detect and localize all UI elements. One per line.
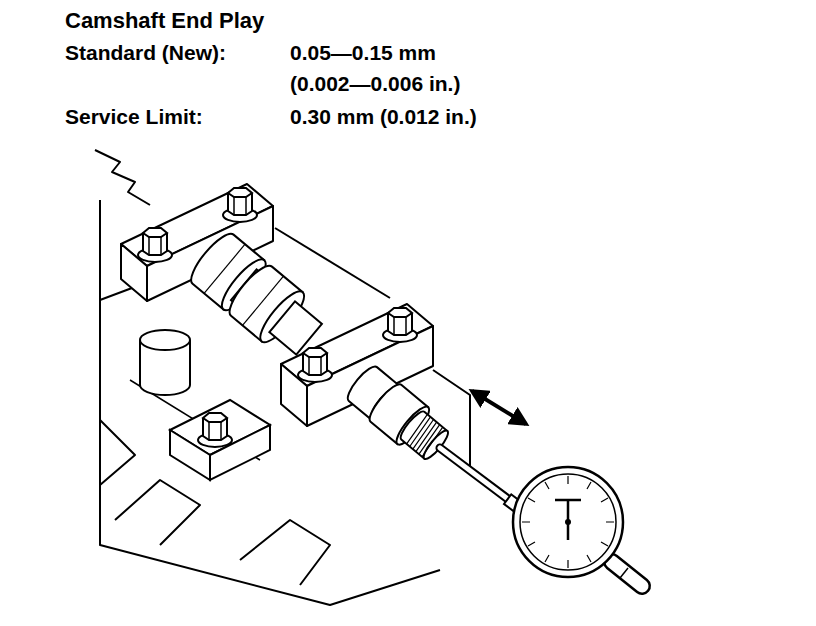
cylinder-head: [95, 150, 470, 605]
head-rib: [115, 480, 200, 545]
head-outline: [100, 200, 440, 605]
lifter-bore: [140, 330, 190, 395]
bolt: [298, 348, 332, 382]
lower-boss: [170, 400, 270, 480]
head-rib: [100, 420, 135, 485]
spec-value: 0.30 mm (0.012 in.): [290, 104, 477, 129]
bolt: [198, 413, 232, 447]
bolt: [138, 228, 172, 262]
spec-label: Service Limit:: [65, 104, 203, 129]
break-line: [95, 150, 150, 205]
spec-value: (0.002—0.006 in.): [290, 71, 460, 96]
diagram-title: Camshaft End Play: [65, 8, 264, 33]
movement-arrow: [472, 391, 526, 424]
spec-value: 0.05—0.15 mm: [290, 40, 436, 65]
dial-indicator: [440, 448, 642, 586]
bolt: [223, 188, 257, 222]
bolt: [383, 308, 417, 342]
cam-lobes: [185, 228, 330, 364]
spec-label: Standard (New):: [65, 40, 226, 65]
head-rib: [240, 520, 330, 585]
